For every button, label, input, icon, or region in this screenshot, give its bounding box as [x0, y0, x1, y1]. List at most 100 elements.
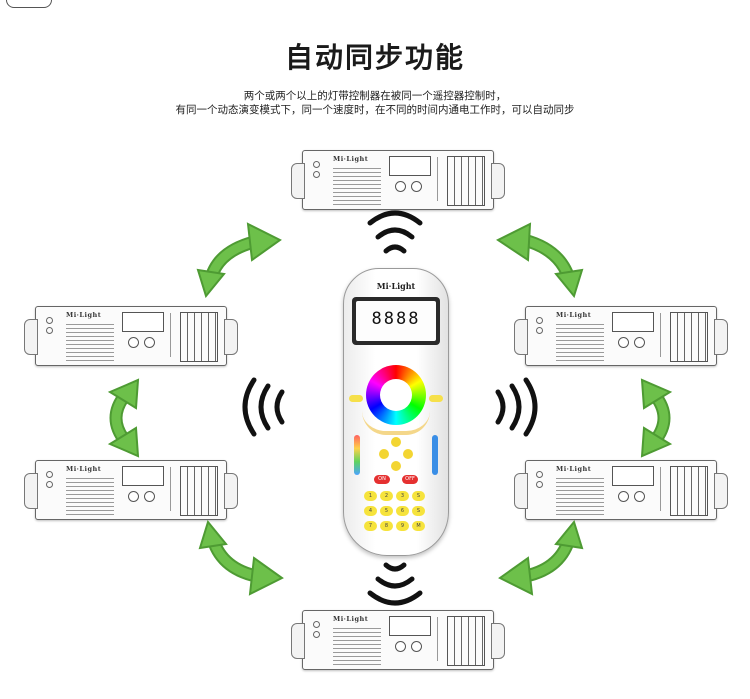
zone-key[interactable]: 3	[396, 491, 409, 501]
controller-brand: Mi·Light	[556, 311, 592, 319]
controller-button	[634, 491, 645, 502]
status-led	[313, 161, 320, 168]
controller-brand: Mi·Light	[333, 155, 369, 163]
controller-left-lower: Mi·Light	[24, 460, 238, 520]
sync-arrow-icon	[640, 378, 673, 458]
on-button[interactable]: ON	[374, 475, 390, 484]
terminal-block	[180, 466, 218, 516]
remote-side-button-left[interactable]	[349, 395, 363, 402]
zone-key[interactable]: 2	[380, 491, 393, 501]
remote-brand: Mi·Light	[376, 281, 416, 291]
controller-button	[411, 181, 422, 192]
zone-key[interactable]: 9	[396, 521, 409, 531]
sync-arrow-icon	[498, 520, 584, 596]
dpad-left-button[interactable]	[379, 449, 389, 459]
mount-ear	[491, 163, 505, 199]
certification-marks	[170, 313, 183, 357]
controller-brand: Mi·Light	[66, 465, 102, 473]
status-led	[46, 317, 53, 324]
sync-arrow-icon	[496, 222, 584, 298]
remote-control: Mi·Light 8888 ON OFF 1 2 3 S 4 5 6 S 7 8…	[343, 268, 449, 556]
status-led	[536, 471, 543, 478]
controller-display	[122, 312, 164, 332]
off-button[interactable]: OFF	[402, 475, 418, 484]
zone-key[interactable]: 8	[380, 521, 393, 531]
mount-ear	[514, 319, 528, 355]
mount-ear	[24, 473, 38, 509]
controller-display	[612, 466, 654, 486]
terminal-block	[447, 156, 485, 206]
zone-key[interactable]: 7	[364, 521, 377, 531]
mount-ear	[291, 163, 305, 199]
certification-marks	[437, 617, 450, 661]
terminal-block	[670, 312, 708, 362]
controller-spec-text	[556, 475, 604, 515]
subtitle-line-2: 有同一个动态演变模式下，同一个速度时，在不同的时间内通电工作时，可以自动同步	[175, 104, 575, 116]
controller-button	[634, 337, 645, 348]
mount-ear	[714, 473, 728, 509]
remote-side-button-right[interactable]	[429, 395, 443, 402]
controller-button	[618, 491, 629, 502]
mount-ear	[714, 319, 728, 355]
controller-display	[389, 156, 431, 176]
mount-ear	[224, 319, 238, 355]
status-led	[536, 317, 543, 324]
controller-button	[128, 337, 139, 348]
zone-key[interactable]: S	[412, 506, 425, 516]
zone-key[interactable]: 6	[396, 506, 409, 516]
controller-brand: Mi·Light	[66, 311, 102, 319]
status-led	[46, 327, 53, 334]
sync-arrow-icon	[107, 378, 140, 458]
dpad-up-button[interactable]	[391, 437, 401, 447]
controller-spec-text	[66, 321, 114, 361]
signal-wave-left-icon	[242, 377, 285, 437]
subtitle-line-1: 两个或两个以上的灯带控制器在被同一个遥控器控制时，	[243, 90, 507, 102]
zone-key[interactable]: 1	[364, 491, 377, 501]
white-temperature-arc[interactable]	[362, 411, 430, 435]
controller-right-upper: Mi·Light	[514, 306, 728, 366]
certification-marks	[437, 157, 450, 201]
controller-spec-text	[333, 625, 381, 665]
status-led	[536, 327, 543, 334]
controller-display	[389, 616, 431, 636]
zone-key[interactable]: 5	[380, 506, 393, 516]
sync-arrow-icon	[198, 520, 284, 596]
zone-key[interactable]: M	[412, 521, 425, 531]
dpad-down-button[interactable]	[391, 461, 401, 471]
certification-marks	[170, 467, 183, 511]
controller-button	[128, 491, 139, 502]
signal-wave-right-icon	[495, 377, 538, 437]
color-slider[interactable]	[354, 435, 360, 475]
zone-key[interactable]: S	[412, 491, 425, 501]
controller-spec-text	[66, 475, 114, 515]
page-title: 自动同步功能	[284, 41, 465, 74]
mount-ear	[291, 623, 305, 659]
controller-display	[612, 312, 654, 332]
signal-wave-up-icon	[367, 210, 423, 254]
sync-arrow-icon	[196, 222, 282, 298]
mount-ear	[514, 473, 528, 509]
controller-spec-text	[556, 321, 604, 361]
terminal-block	[670, 466, 708, 516]
zone-key[interactable]: 4	[364, 506, 377, 516]
dpad-right-button[interactable]	[403, 449, 413, 459]
status-led	[536, 481, 543, 488]
remote-lcd-digits: 8888	[371, 309, 421, 329]
controller-display	[122, 466, 164, 486]
controller-button	[618, 337, 629, 348]
certification-marks	[660, 313, 673, 357]
remote-lcd: 8888	[352, 297, 440, 345]
controller-top: Mi·Light	[291, 150, 505, 210]
mount-ear	[491, 623, 505, 659]
controller-button	[144, 337, 155, 348]
controller-right-lower: Mi·Light	[514, 460, 728, 520]
mount-ear	[224, 473, 238, 509]
controller-button	[144, 491, 155, 502]
controller-button	[395, 181, 406, 192]
certification-marks	[660, 467, 673, 511]
status-led	[313, 621, 320, 628]
brightness-slider[interactable]	[432, 435, 438, 475]
signal-wave-down-icon	[367, 562, 423, 606]
controller-brand: Mi·Light	[556, 465, 592, 473]
controller-button	[411, 641, 422, 652]
